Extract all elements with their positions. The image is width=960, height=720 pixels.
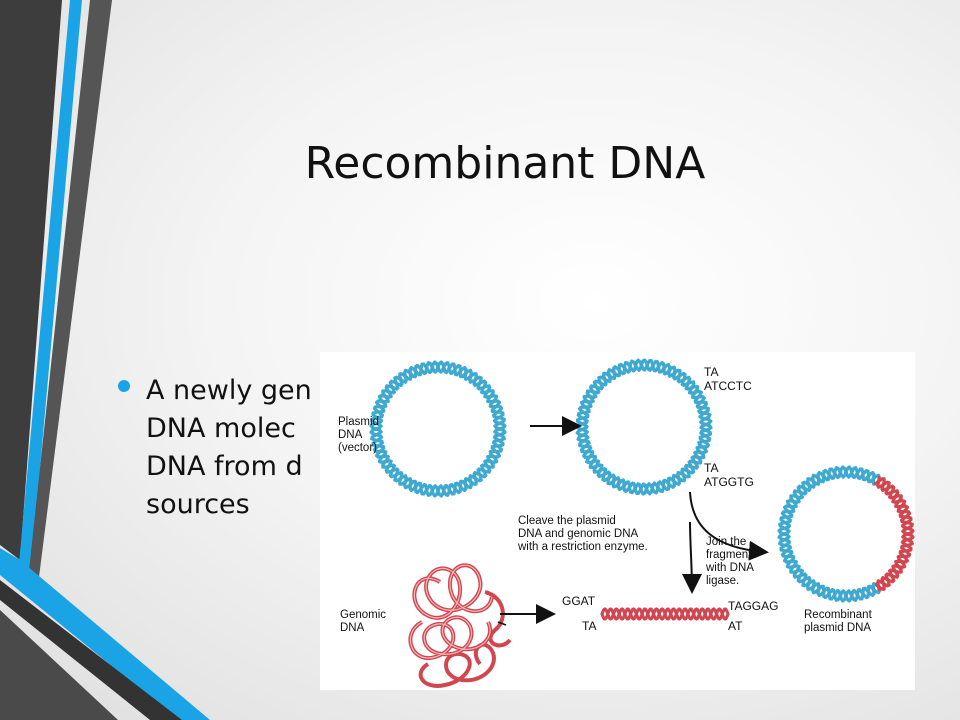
bullet-text: A newly gen DNA molec DNA from d sources [146,375,312,520]
seq-top-lower-ta: TA [704,461,719,475]
seq-fragment-right-bottom: AT [728,619,743,633]
plasmid-dna-label: Plasmid DNA (vector) [338,416,379,454]
recombinant-plasmid-label: Recombinant plasmid DNA [804,609,872,634]
recombinant-dna-diagram: Plasmid DNA (vector) Genomic DNA Cleave … [320,352,915,690]
cut-plasmid-arc [575,358,713,496]
genomic-dna-fragment [600,607,730,621]
seq-fragment-left-top: GGAT [562,594,596,608]
cleave-step-label: Cleave the plasmid DNA and genomic DNA w… [518,515,648,553]
plasmid-dna-circle [369,360,507,498]
seq-fragment-right-top: TAGGAG [728,599,779,613]
helix-strand-segment [498,425,506,431]
join-step-label: Join the fragments with DNA ligase. [706,536,758,587]
deco-stripe-dark-2 [28,0,112,585]
seq-fragment-left-bottom: TA [582,619,597,633]
genomic-dna-tangle [408,563,512,688]
deco-stripe-blue-1 [18,0,82,580]
seq-top-upper: ATCCTC [704,379,752,393]
seq-top-upper-ta: TA [704,365,719,379]
flow-arrows [497,416,769,626]
seq-top-lower: ATGGTG [704,475,754,489]
deco-stripe-dark-1 [0,0,62,560]
genomic-dna-label: Genomic DNA [340,609,387,634]
deco-stripe-dark-4 [0,610,118,720]
fragment-strand-segment [725,612,730,618]
bullet-dot-icon [118,380,130,392]
helix-strand-segment [906,530,914,536]
slide-title: Recombinant DNA [304,138,706,189]
deco-stripe-blue-2 [0,548,210,720]
diagram-graphics [369,358,915,688]
recombinant-plasmid-circle [777,465,915,603]
deco-stripe-dark-3 [0,580,182,720]
